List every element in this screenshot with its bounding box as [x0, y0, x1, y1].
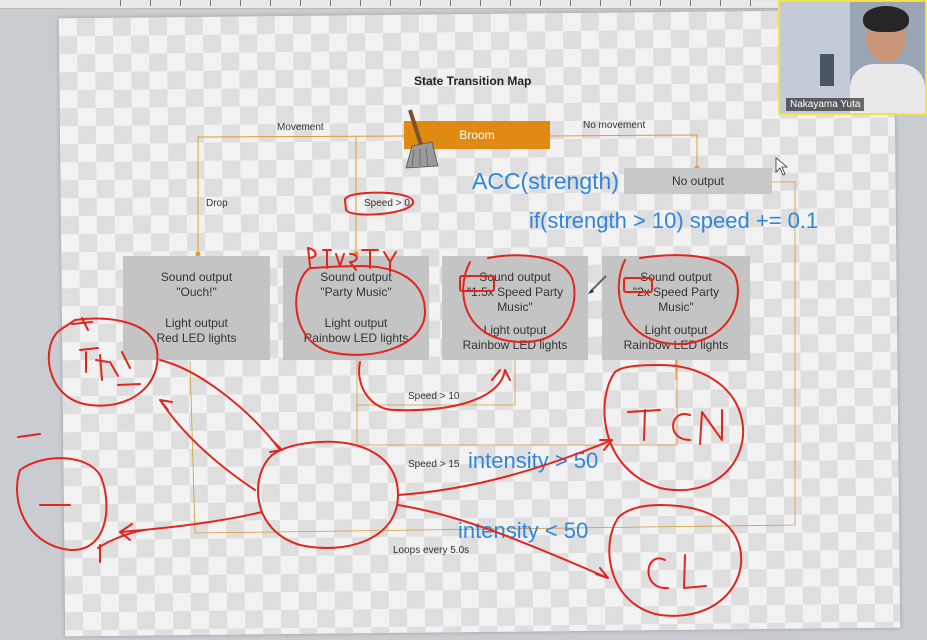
marker-circle-speed — [344, 191, 414, 216]
annotation-if-statement: if(strength > 10) speed += 0.1 — [529, 208, 819, 233]
ruler-tick — [660, 0, 661, 6]
ruler — [0, 0, 927, 9]
handwritten-drop-text — [71, 317, 141, 386]
handwritten-tcn — [627, 409, 723, 445]
ruler-tick — [690, 0, 691, 6]
ruler-tick — [570, 0, 571, 6]
state-sound-detail: "Ouch!" — [176, 285, 217, 299]
marker-circle-left — [16, 457, 108, 552]
marker-circle-1-5x — [462, 254, 576, 344]
participant-video-thumbnail[interactable]: Nakayama Yuta — [778, 0, 927, 115]
handwritten-cl — [647, 554, 707, 590]
ruler-tick — [540, 0, 541, 6]
connector-movement-drop — [197, 135, 405, 254]
marker-arrow-drop-to-center — [159, 359, 283, 453]
connector-loop-outline — [189, 181, 796, 534]
marker-circle-tcn — [603, 364, 745, 492]
state-light-title: Light output — [644, 323, 708, 337]
participant-name: Nakayama Yuta — [786, 98, 865, 111]
connector-dot — [195, 251, 201, 257]
marker-circle-2x — [617, 254, 739, 346]
state-light-title: Light output — [165, 316, 228, 330]
edge-label-speed-10: Speed > 10 — [408, 391, 460, 402]
ruler-tick — [270, 0, 271, 6]
marker-circle-center — [256, 440, 399, 549]
state-light-title: Light output — [324, 316, 388, 330]
ruler-tick — [630, 0, 631, 6]
connector-speed-10 — [356, 360, 516, 406]
ruler-tick — [600, 0, 601, 6]
state-sound-detail: "1.5x Speed Party Music" — [466, 285, 564, 314]
state-sound-title: Sound output — [479, 270, 551, 284]
marker-arrow-center-to-tcn — [397, 439, 613, 496]
annotation-intensity-low: intensity < 50 — [458, 518, 589, 543]
state-sound-detail: "2x Speed Party Music" — [632, 285, 720, 314]
state-party-2x[interactable]: Sound output "2x Speed Party Music" Ligh… — [602, 256, 750, 360]
annotation-acc: ACC(strength) — [472, 168, 619, 194]
marker-circle-cl — [608, 504, 743, 617]
ruler-tick — [300, 0, 301, 6]
connector-no-movement — [549, 134, 698, 168]
marker-circle-drop — [47, 317, 159, 407]
ruler-tick — [240, 0, 241, 6]
ruler-tick — [330, 0, 331, 6]
ruler-tick — [120, 0, 121, 6]
ruler-tick — [750, 0, 751, 6]
state-light-detail: Rainbow LED lights — [623, 338, 729, 352]
edge-label-speed-0: Speed > 0 — [364, 198, 410, 209]
ruler-tick — [720, 0, 721, 6]
edge-label-movement: Movement — [277, 122, 324, 133]
ruler-tick — [180, 0, 181, 6]
state-sound-title: Sound output — [320, 270, 392, 284]
state-sound-title: Sound output — [640, 270, 712, 284]
state-no-output[interactable]: No output — [624, 168, 772, 194]
state-sound-detail: "Party Music" — [320, 285, 392, 299]
marker-arrow-speed-10 — [358, 361, 511, 412]
marker-arrow-center-to-cl — [397, 504, 609, 579]
state-light-detail: Rainbow LED lights — [462, 338, 568, 352]
state-ouch[interactable]: Sound output "Ouch!" Light output Red LE… — [123, 256, 270, 360]
ruler-tick — [150, 0, 151, 6]
diagram-title: State Transition Map — [414, 74, 532, 88]
handwritten-party — [307, 247, 397, 273]
ruler-tick — [420, 0, 421, 6]
ruler-tick — [510, 0, 511, 6]
connector-speed-15 — [356, 360, 678, 446]
edge-label-no-movement: No movement — [583, 120, 646, 131]
edge-label-drop: Drop — [206, 198, 228, 209]
edge-label-loops: Loops every 5.0s — [393, 545, 470, 556]
ruler-tick — [360, 0, 361, 6]
state-light-title: Light output — [483, 323, 547, 337]
handwritten-dash — [17, 433, 71, 506]
ruler-tick — [210, 0, 211, 6]
marker-arrow-center-to-left — [119, 511, 263, 541]
marker-arrow-center-to-drop — [159, 399, 256, 491]
ruler-tick — [390, 0, 391, 6]
marker-box-2x — [623, 277, 653, 293]
ruler-tick — [480, 0, 481, 6]
ruler-tick — [450, 0, 451, 6]
state-light-detail: Rainbow LED lights — [303, 331, 409, 345]
edge-label-speed-15: Speed > 15 — [408, 459, 460, 470]
marker-box-1-5x — [459, 275, 495, 292]
state-sound-title: Sound output — [160, 270, 233, 284]
state-light-detail: Red LED lights — [156, 331, 237, 345]
